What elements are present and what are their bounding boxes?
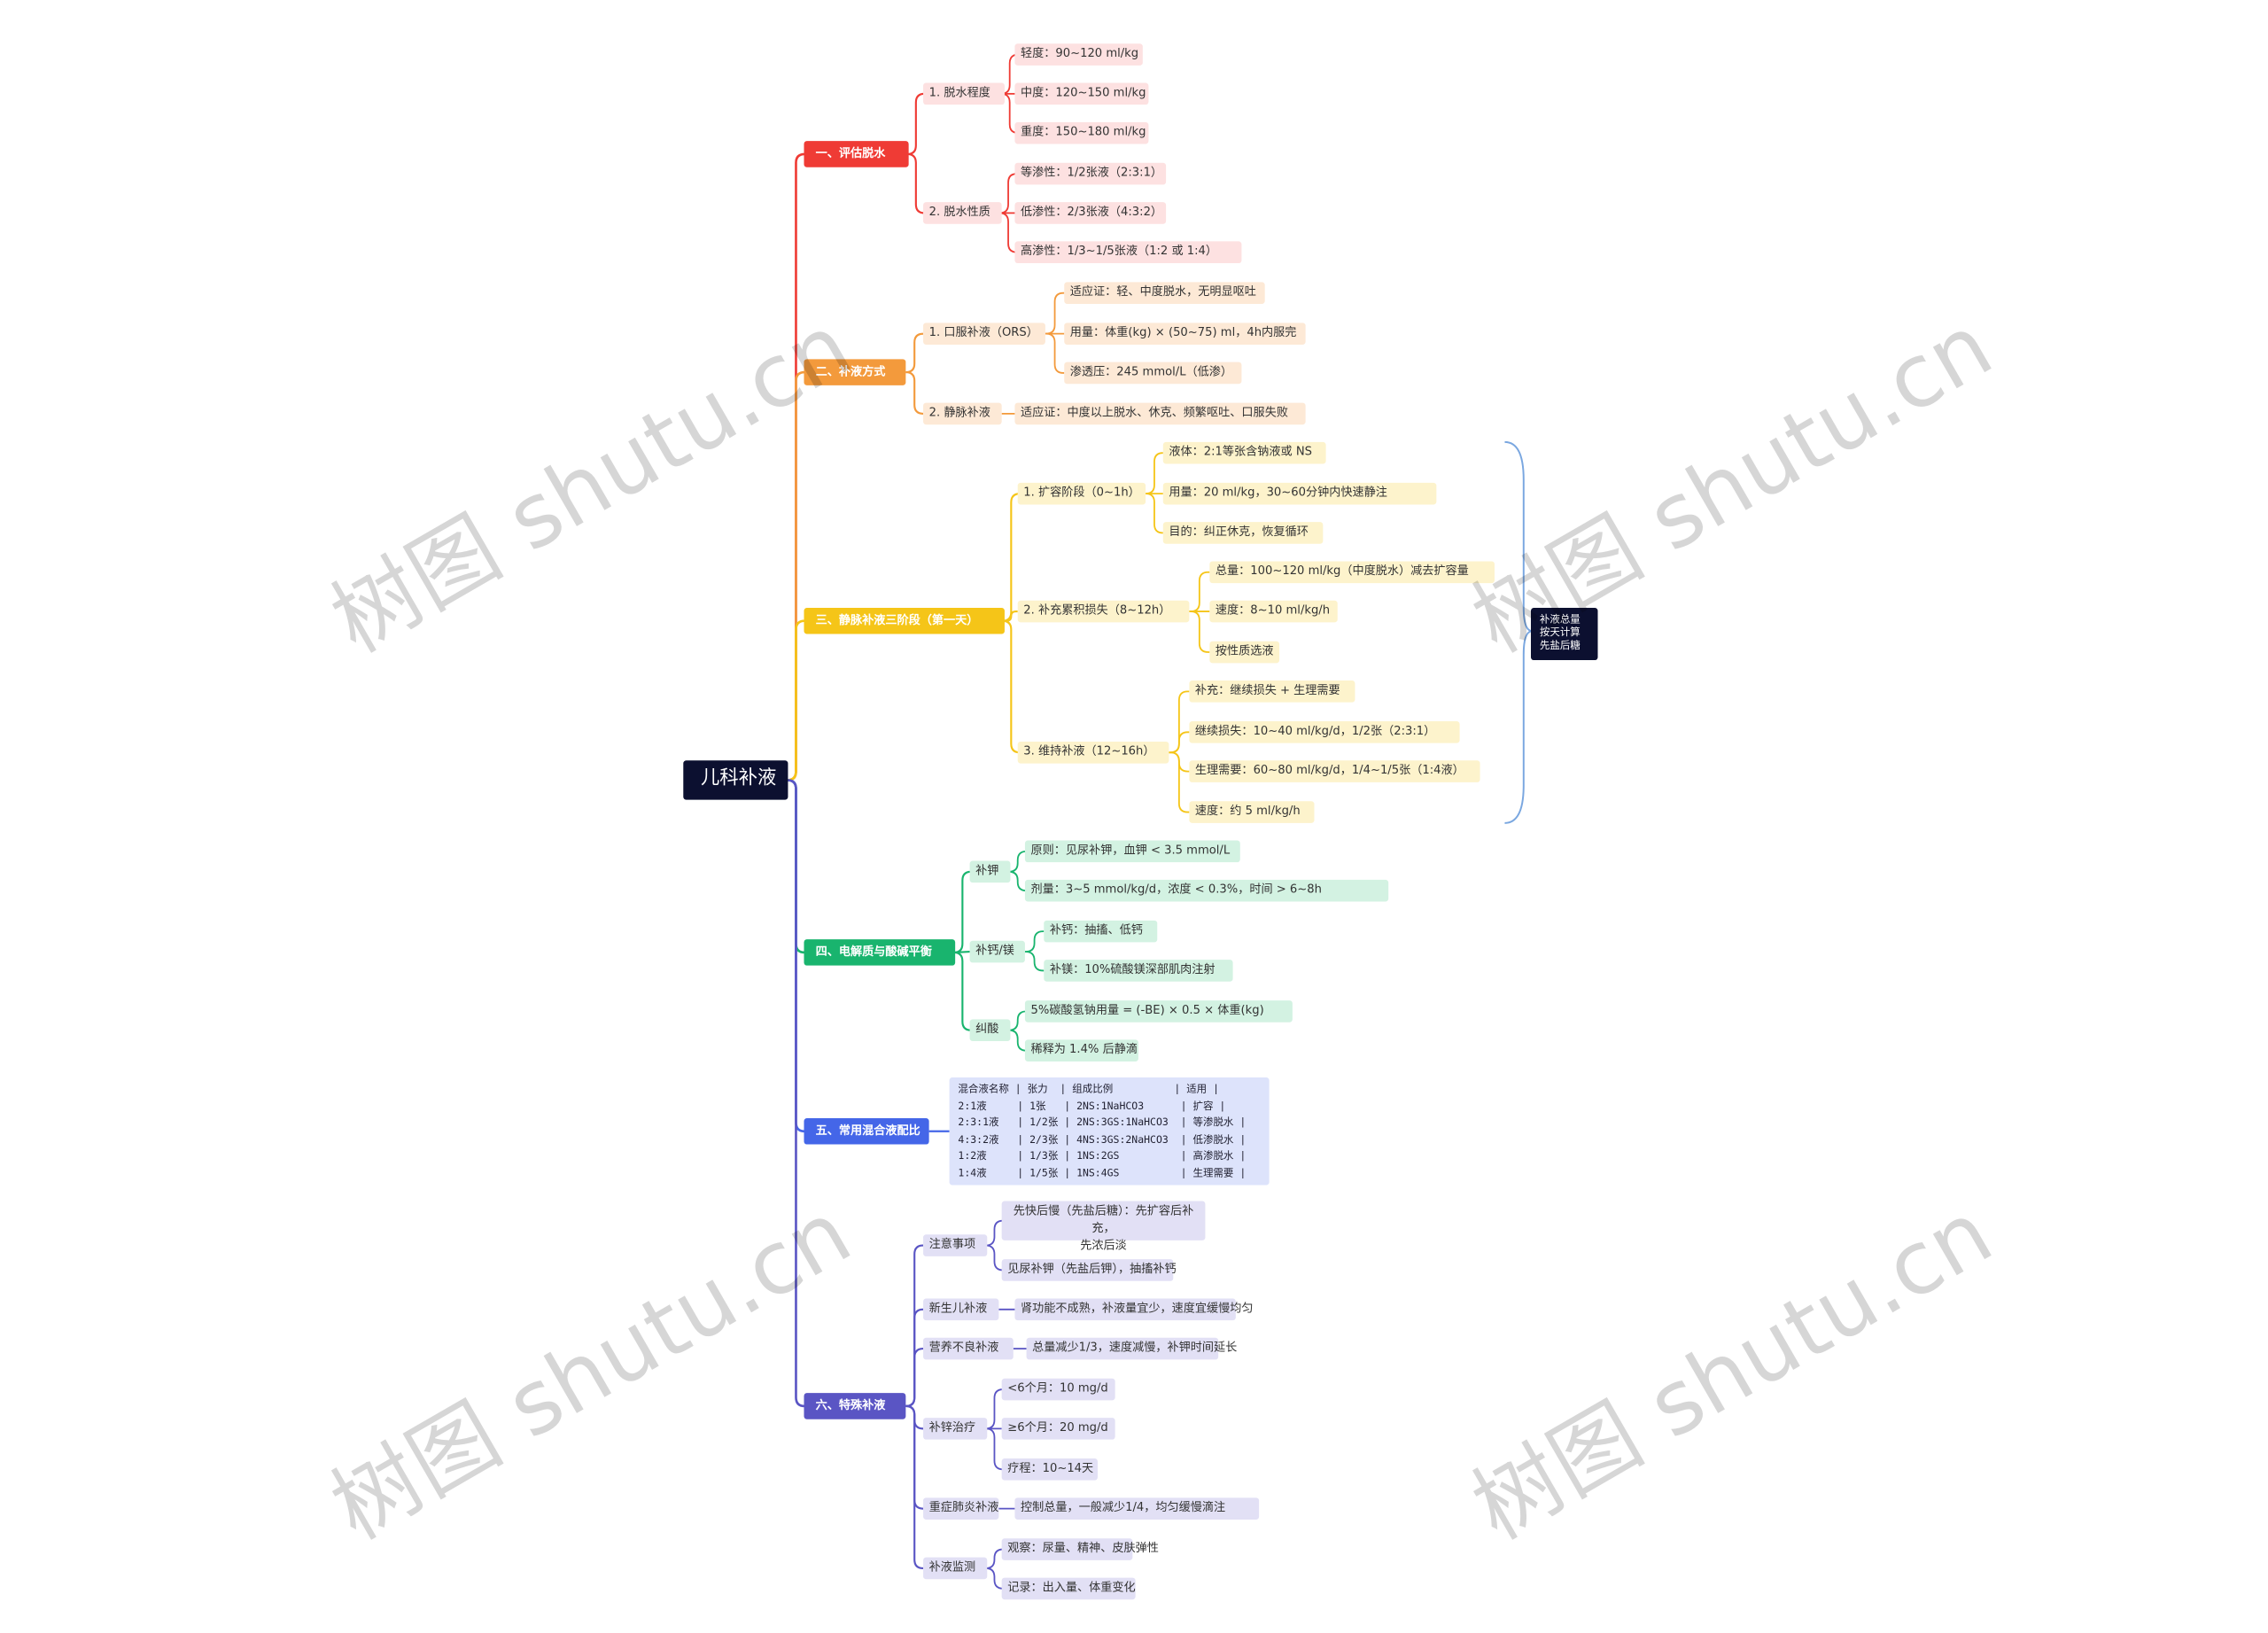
- subtopic-6-2[interactable]: 新生儿补液: [923, 1298, 999, 1321]
- branch-1[interactable]: 一、评估脱水: [804, 141, 909, 167]
- link-line: [985, 1427, 1004, 1471]
- detail-6-4-3[interactable]: 疗程：10~14天: [1001, 1458, 1098, 1481]
- detail-3-3-2[interactable]: 继续损失：10~40 ml/kg/d，1/2张（2:3:1）: [1189, 720, 1460, 743]
- detail-2-2-1[interactable]: 适应证：中度以上脱水、休克、频繁呕吐、口服失败: [1014, 402, 1306, 425]
- detail-6-1-2[interactable]: 见尿补钾（先盐后钾），抽搐补钙: [1001, 1259, 1177, 1281]
- subtopic-3-2[interactable]: 2. 补充累积损失（8~12h）: [1017, 600, 1190, 623]
- detail-6-1-1[interactable]: 先快后慢（先盐后糖）：先扩容后补充， 先浓后淡: [1001, 1201, 1206, 1252]
- detail-6-5-1[interactable]: 控制总量，一般减少1/4，均匀缓慢滴注: [1014, 1497, 1260, 1520]
- detail-2-1-2[interactable]: 用量：体重(kg) × (50~75) ml，4h内服完: [1064, 323, 1306, 345]
- link-line: [985, 1388, 1004, 1430]
- detail-3-2-3[interactable]: 按性质选液: [1209, 641, 1280, 664]
- link-line: [905, 1348, 924, 1408]
- link-line: [1045, 332, 1065, 374]
- detail-1-1-2[interactable]: 中度：120~150 ml/kg: [1014, 82, 1149, 105]
- detail-6-3-1[interactable]: 总量减少1/3，速度减慢，补钾时间延长: [1026, 1337, 1237, 1360]
- detail-3-1-2[interactable]: 用量：20 ml/kg，30~60分钟内快速静注: [1162, 482, 1437, 505]
- subtopic-1-2[interactable]: 2. 脱水性质: [923, 202, 1002, 224]
- subtopic-4-3[interactable]: 纠酸: [969, 1019, 1011, 1042]
- branch-2[interactable]: 二、补液方式: [804, 359, 906, 385]
- branch-4[interactable]: 四、电解质与酸碱平衡: [804, 939, 956, 966]
- detail-1-2-2[interactable]: 低渗性：2/3张液（4:3:2）: [1014, 202, 1167, 224]
- detail-2-1-3[interactable]: 渗透压：245 mmol/L（低渗）: [1064, 362, 1242, 385]
- subtopic-3-3[interactable]: 3. 维持补液（12~16h）: [1017, 741, 1169, 764]
- branch-5[interactable]: 五、常用混合液配比: [804, 1118, 929, 1145]
- link-line: [1024, 951, 1045, 972]
- link-line: [1169, 731, 1190, 754]
- branch-6[interactable]: 六、特殊补液: [804, 1393, 906, 1419]
- link-line: [905, 332, 924, 374]
- link-line: [985, 1244, 1004, 1271]
- detail-3-1-3[interactable]: 目的：纠正休克，恢复循环: [1162, 522, 1324, 544]
- detail-4-2-1[interactable]: 补钙：抽搐、低钙: [1044, 920, 1158, 943]
- link-line: [999, 212, 1017, 253]
- detail-3-1-1[interactable]: 液体：2:1等张含钠液或 NS: [1162, 441, 1326, 464]
- subtopic-6-1[interactable]: 注意事项: [923, 1234, 988, 1256]
- detail-3-2-1[interactable]: 总量：100~120 ml/kg（中度脱水）减去扩容量: [1209, 561, 1495, 584]
- detail-4-3-2[interactable]: 稀释为 1.4% 后静滴: [1024, 1039, 1138, 1061]
- link-line: [1024, 930, 1045, 953]
- mixture-table: 混合液名称 | 张力 | 组成比例 | 适用 | 2:1液 | 1张 | 2NS…: [949, 1077, 1270, 1186]
- link-line: [906, 152, 925, 214]
- link-line: [905, 1404, 924, 1569]
- link-line: [1008, 870, 1027, 892]
- branch-3[interactable]: 三、静脉补液三阶段（第一天）: [804, 607, 1005, 634]
- link-line: [953, 870, 972, 953]
- link-line: [1146, 493, 1163, 534]
- link-line: [905, 371, 924, 415]
- link-line: [787, 619, 805, 782]
- link-line: [1045, 292, 1065, 335]
- detail-2-1-1[interactable]: 适应证：轻、中度脱水，无明显呕吐: [1064, 282, 1265, 304]
- detail-3-2-2[interactable]: 速度：8~10 ml/kg/h: [1209, 600, 1338, 623]
- link-line: [1008, 1029, 1027, 1052]
- link-line: [1008, 1010, 1027, 1031]
- link-line: [1146, 452, 1163, 495]
- root-node[interactable]: 儿科补液: [683, 760, 788, 800]
- subtopic-2-1[interactable]: 1. 口服补液（ORS）: [923, 323, 1045, 345]
- summary-node[interactable]: 补液总量 按天计算 先盐后糖: [1530, 607, 1598, 661]
- detail-3-3-3[interactable]: 生理需要：60~80 ml/kg/d，1/4~1/5张（1:4液）: [1189, 760, 1480, 782]
- detail-1-1-1[interactable]: 轻度：90~120 ml/kg: [1014, 43, 1143, 66]
- link-line: [1008, 850, 1027, 873]
- detail-1-2-3[interactable]: 高渗性：1/3~1/5张液（1:2 或 1:4）: [1014, 241, 1242, 264]
- link-line: [1002, 619, 1021, 754]
- subtopic-2-2[interactable]: 2. 静脉补液: [923, 402, 1002, 425]
- link-line: [1189, 610, 1210, 653]
- detail-4-3-1[interactable]: 5%碳酸氢钠用量 = (-BE) × 0.5 × 体重(kg): [1024, 1000, 1293, 1023]
- subtopic-6-4[interactable]: 补锌治疗: [923, 1418, 988, 1440]
- link-line: [1004, 610, 1018, 622]
- subtopic-3-1[interactable]: 1. 扩容阶段（0~1h）: [1017, 482, 1146, 505]
- detail-3-3-1[interactable]: 补充：继续损失 + 生理需要: [1189, 680, 1355, 703]
- detail-6-4-2[interactable]: ≥6个月：20 mg/d: [1001, 1418, 1115, 1440]
- link-line: [985, 1567, 1004, 1590]
- detail-4-2-2[interactable]: 补镁：10%硫酸镁深部肌肉注射: [1044, 960, 1233, 982]
- link-line: [787, 779, 805, 1408]
- subtopic-6-6[interactable]: 补液监测: [923, 1557, 988, 1580]
- subtopic-4-2[interactable]: 补钙/镁: [969, 940, 1025, 963]
- detail-6-6-1[interactable]: 观察：尿量、精神、皮肤弹性: [1001, 1538, 1159, 1560]
- detail-6-2-1[interactable]: 肾功能不成熟，补液量宜少，速度宜缓慢均匀: [1014, 1298, 1254, 1321]
- detail-1-1-3[interactable]: 重度：150~180 ml/kg: [1014, 121, 1149, 144]
- detail-1-2-1[interactable]: 等渗性：1/2张液（2:3:1）: [1014, 162, 1167, 185]
- link-line: [906, 92, 925, 156]
- detail-6-6-2[interactable]: 记录：出入量、体重变化: [1001, 1577, 1136, 1600]
- link-line: [1189, 571, 1210, 612]
- link-line: [985, 1548, 1004, 1569]
- detail-6-4-1[interactable]: <6个月：10 mg/d: [1001, 1378, 1115, 1401]
- link-line: [953, 951, 972, 1031]
- detail-3-3-4[interactable]: 速度：约 5 ml/kg/h: [1189, 801, 1315, 823]
- subtopic-6-5[interactable]: 重症肺炎补液: [923, 1497, 999, 1520]
- link-line: [1169, 751, 1190, 813]
- detail-4-1-2[interactable]: 剂量：3~5 mmol/kg/d，浓度 < 0.3%，时间 > 6~8h: [1024, 879, 1389, 902]
- subtopic-6-3[interactable]: 营养不良补液: [923, 1337, 1014, 1360]
- subtopic-1-1[interactable]: 1. 脱水程度: [923, 82, 1005, 105]
- link-line: [985, 1219, 1004, 1247]
- detail-4-1-1[interactable]: 原则：见尿补钾，血钾 < 3.5 mmol/L: [1024, 840, 1240, 863]
- subtopic-4-1[interactable]: 补钾: [969, 860, 1011, 883]
